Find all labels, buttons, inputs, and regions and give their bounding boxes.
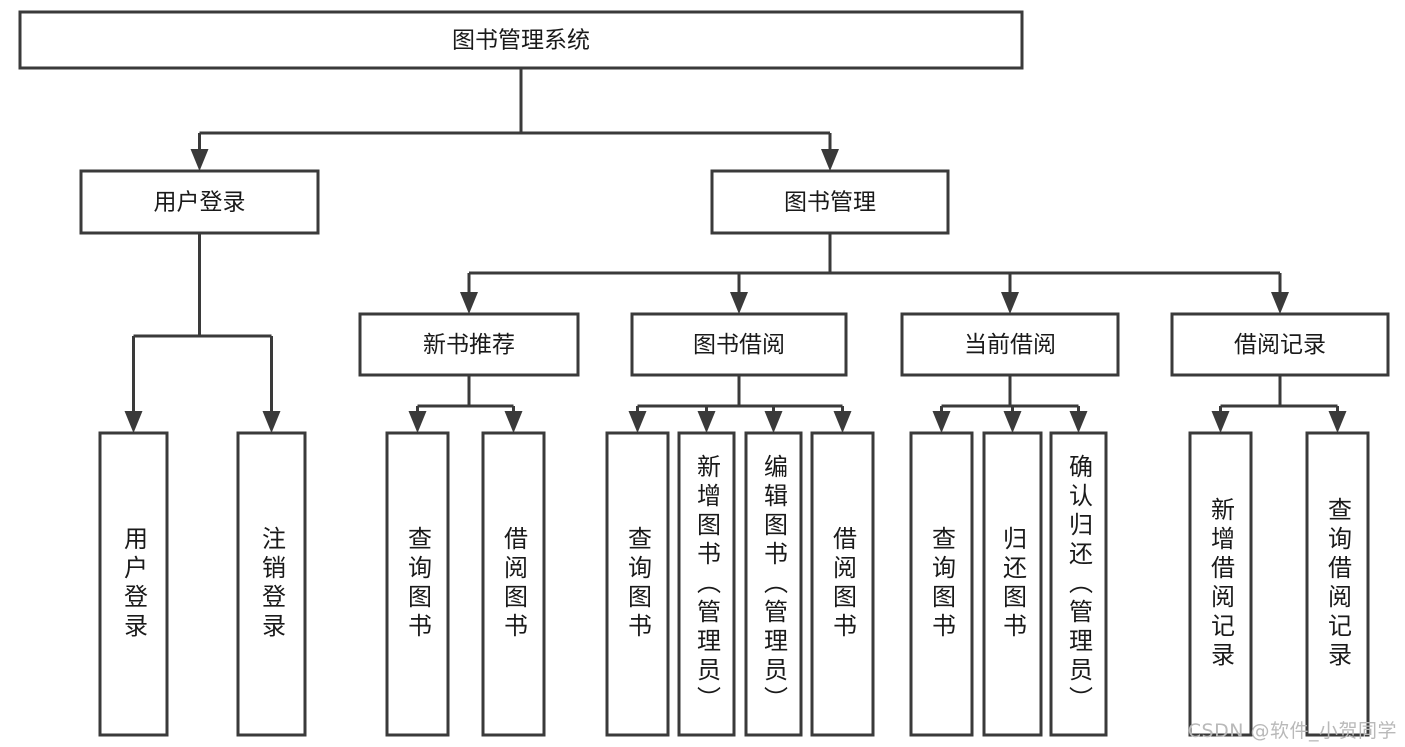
node-label-level2-0: 用户登录 <box>154 190 246 216</box>
node-box-level2-0 <box>79 169 320 235</box>
arrow-head-icon <box>504 411 523 433</box>
arrow-head-icon <box>730 292 748 314</box>
arrow-head-icon <box>408 411 427 433</box>
arrow-head-icon <box>1271 292 1289 314</box>
arrow-head-icon <box>628 411 647 433</box>
node-label-root: 图书管理系统 <box>452 28 590 54</box>
node-box-leaf-6 <box>744 431 803 737</box>
node-box-leaf-10 <box>1049 431 1108 737</box>
arrow-head-icon <box>460 292 478 314</box>
node-box-leaf-3 <box>481 431 546 737</box>
node-box-leaf-7 <box>810 431 875 737</box>
arrow-head-icon <box>1069 411 1088 433</box>
arrow-head-icon <box>1001 292 1019 314</box>
arrow-head-icon <box>932 411 951 433</box>
node-label-level3-1: 图书借阅 <box>693 332 785 358</box>
node-box-level3-2 <box>900 312 1120 377</box>
node-box-root <box>18 10 1024 70</box>
node-boxes-layer <box>18 10 1390 737</box>
arrow-head-icon <box>262 411 281 433</box>
node-box-level3-1 <box>630 312 848 377</box>
node-box-leaf-1 <box>236 431 307 737</box>
node-box-leaf-5 <box>677 431 736 737</box>
node-box-leaf-9 <box>982 431 1043 737</box>
node-label-level3-3: 借阅记录 <box>1234 332 1326 358</box>
arrow-head-icon <box>1003 411 1022 433</box>
node-box-level3-3 <box>1170 312 1390 377</box>
node-box-leaf-0 <box>98 431 169 737</box>
node-label-level3-0: 新书推荐 <box>423 332 515 358</box>
node-box-level2-1 <box>710 169 950 235</box>
node-box-level3-0 <box>358 312 580 377</box>
node-box-leaf-8 <box>909 431 974 737</box>
arrow-head-icon <box>190 149 209 171</box>
connectors-layer <box>124 68 1347 433</box>
node-label-level2-1: 图书管理 <box>784 190 876 216</box>
arrow-head-icon <box>764 411 783 433</box>
node-box-leaf-4 <box>605 431 670 737</box>
arrow-head-icon <box>124 411 143 433</box>
node-box-leaf-2 <box>385 431 450 737</box>
node-box-leaf-11 <box>1188 431 1253 737</box>
arrow-head-icon <box>1328 411 1347 433</box>
arrow-head-icon <box>833 411 852 433</box>
node-label-level3-2: 当前借阅 <box>964 332 1056 358</box>
arrow-head-icon <box>1211 411 1230 433</box>
node-box-leaf-12 <box>1305 431 1370 737</box>
arrow-head-icon <box>821 149 839 171</box>
arrow-head-icon <box>697 411 716 433</box>
